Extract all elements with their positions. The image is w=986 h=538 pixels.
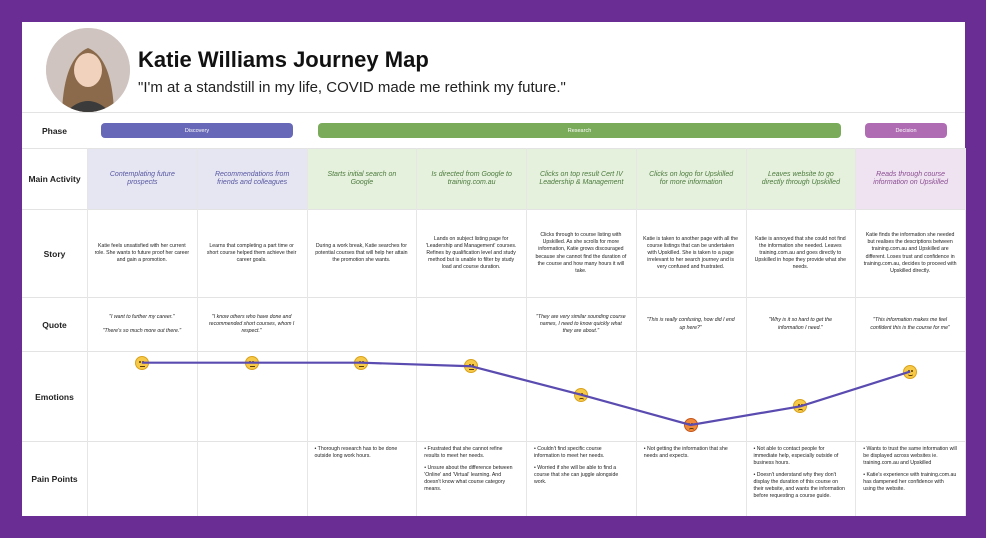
main-activity: Clicks on logo for Upskilled for more in… (636, 149, 746, 209)
main-activity: Is directed from Google to training.com.… (417, 149, 526, 209)
main-activity: Contemplating future prospects (88, 149, 197, 209)
pain-point-item: • Not getting the information that she n… (643, 446, 728, 460)
column-divider (855, 148, 857, 516)
pain-point-item: • Wants to trust the same information wi… (863, 446, 957, 467)
divider (22, 112, 965, 113)
pain-point-item: • Worried if she will be able to find a … (534, 465, 619, 486)
main-activity: Starts initial search on Google (307, 149, 417, 209)
pain-point-item: • Thorough research has to be done outsi… (314, 446, 398, 460)
quote-text: "I know others who have done and recomme… (208, 313, 295, 334)
divider (22, 297, 965, 298)
pain-point-item: • Katie's experience with training.com.a… (863, 472, 957, 493)
page-title: Katie Williams Journey Map (138, 47, 429, 72)
journey-map-card: Katie Williams Journey Map "I'm at a sta… (22, 22, 966, 516)
column-divider (196, 148, 198, 516)
row-label-quote: Quote (42, 319, 67, 330)
pain-point-item: • Not able to contact people for immedia… (753, 446, 839, 467)
worried-face-icon (793, 399, 808, 414)
persona-quote: "I'm at a standstill in my life, COVID m… (138, 79, 566, 96)
row-label-activity: Main Activity (28, 174, 81, 184)
main-activity: Clicks on top result Cert IV Leadership … (527, 149, 636, 209)
story: During a work break, Katie searches for … (315, 242, 408, 263)
pain-points (197, 442, 307, 516)
divider (22, 209, 965, 210)
quote: "This is really confusing, how did I end… (636, 298, 746, 351)
phase-discovery: Discovery (101, 123, 293, 138)
quote-text: "They are very similar sounding course n… (536, 313, 626, 334)
phase-research: Research (318, 123, 841, 138)
story: Katie feels unsatisfied with her current… (94, 242, 190, 263)
column-divider (526, 148, 527, 516)
phase-decision: Decision (865, 123, 947, 138)
quote (416, 298, 526, 351)
pain-point-item: • Unsure about the difference between 'O… (424, 465, 513, 493)
quote: "They are very similar sounding course n… (526, 298, 636, 351)
smile-face-icon (903, 364, 918, 379)
quote: "I want to further my career." "There's s… (87, 298, 197, 351)
column-divider (416, 148, 418, 516)
column-divider (745, 148, 747, 516)
quote-text: "I want to further my career." (109, 314, 175, 321)
thinking-face-icon (134, 355, 149, 370)
story: Katie finds the information she needed b… (863, 232, 957, 274)
quote: "This information makes me feel confiden… (855, 298, 965, 351)
pain-point-item: • Frustrated that she cannot refine resu… (424, 446, 503, 460)
pain-point-item: • Couldn't find specific course informat… (534, 446, 605, 460)
pain-points: • Not able to contact people for immedia… (746, 442, 856, 516)
story: Katie is taken to another page with all … (643, 235, 739, 271)
quote-text: "This information makes me feel confiden… (870, 317, 950, 331)
column-divider (965, 148, 966, 516)
column-divider (87, 148, 88, 516)
story: Clicks through to course listing with Up… (535, 232, 627, 274)
thinking-face-icon (354, 355, 369, 370)
journey-grid: Phase Main Activity Story Quote Emotions… (22, 22, 966, 516)
angry-face-icon (683, 417, 698, 432)
person-photo-icon (46, 28, 130, 112)
story: Katie is annoyed that she could not find… (754, 235, 847, 271)
column-divider (306, 148, 308, 516)
pain-point-item: • Doesn't understand why they don't disp… (753, 472, 845, 500)
column-divider (635, 148, 637, 516)
divider (22, 441, 965, 442)
story: Learns that completing a part time or sh… (206, 242, 297, 263)
neutral-face-icon (464, 359, 479, 374)
divider (22, 351, 965, 352)
pain-points: • Frustrated that she cannot refine resu… (416, 442, 526, 516)
pain-points: • Not getting the information that she n… (636, 442, 746, 516)
pain-points: • Wants to trust the same information wi… (855, 442, 965, 516)
quote-text: "Why is it so hard to get the informatio… (768, 317, 832, 331)
pain-points: • Couldn't find specific course informat… (526, 442, 636, 516)
neutral-face-icon (244, 355, 259, 370)
row-label-story: Story (43, 248, 66, 259)
avatar (46, 28, 130, 112)
quote: "Why is it so hard to get the informatio… (746, 298, 856, 351)
divider (22, 148, 965, 149)
row-label-pain-points: Pain Points (31, 474, 78, 484)
row-label-emotions: Emotions (35, 391, 74, 402)
main-activity: Leaves website to go directly through Up… (746, 149, 856, 209)
pain-points (87, 442, 197, 516)
story: Lands on subject listing page for 'Leade… (425, 235, 517, 271)
pain-points: • Thorough research has to be done outsi… (307, 442, 417, 516)
quote-text: "There's so much more out there." (102, 327, 182, 334)
frown-face-icon (573, 387, 588, 402)
main-activity: Reads through course information on Upsk… (856, 149, 965, 209)
quote: "I know others who have done and recomme… (197, 298, 307, 351)
row-label-phase: Phase (41, 125, 68, 136)
quote-text: "This is really confusing, how did I end… (646, 317, 735, 331)
quote (307, 298, 417, 351)
main-activity: Recommendations from friends and colleag… (197, 149, 307, 209)
